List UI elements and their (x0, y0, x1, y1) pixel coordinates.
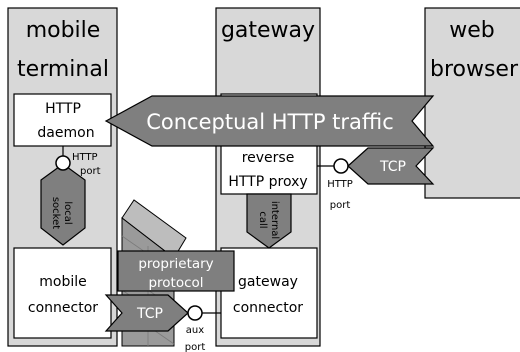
aux-port-circle (187, 305, 203, 321)
gateway-title: gateway (221, 18, 315, 43)
aux-port-line1: aux (186, 325, 204, 336)
internal-call-label-line1: internal (269, 201, 280, 239)
http-port-left-line2: port (80, 166, 101, 177)
proprietary-protocol-label-line1: proprietary (138, 256, 213, 272)
gateway-connector-label-line2: connector (233, 300, 303, 316)
conceptual-traffic-arrow (104, 95, 435, 147)
internal-call-label-line2: call (257, 211, 268, 228)
proprietary-protocol-bar (117, 250, 235, 292)
mobile-connector-label-line1: mobile (39, 274, 86, 290)
web-browser-title-line1: web (449, 18, 495, 43)
tcp-arrow-right (347, 147, 435, 185)
http-port-circle-left (55, 155, 71, 171)
reverse-proxy-label-line1: reverse (242, 150, 295, 166)
reverse-proxy-label-line2: HTTP proxy (228, 174, 307, 190)
local-socket-label-line2: socket (50, 197, 61, 229)
http-port-left-line1: HTTP (72, 152, 98, 163)
web-browser-title-line2: browser (430, 57, 519, 82)
internal-call-arrow (246, 193, 292, 249)
mobile-terminal-title-line1: mobile (26, 18, 101, 43)
tcp-label-left: TCP (136, 306, 163, 322)
mobile-connector-label-line2: connector (28, 300, 98, 316)
http-daemon-label-line2: daemon (37, 125, 94, 141)
http-port-right-line2: port (330, 200, 351, 211)
tcp-label-right: TCP (379, 159, 406, 175)
local-socket-label-line1: local (62, 201, 73, 224)
gateway-connector-label-line1: gateway (238, 274, 298, 290)
mobile-terminal-title-line2: terminal (17, 57, 109, 82)
http-daemon-box (13, 93, 112, 147)
gateway-connector-box (220, 247, 318, 339)
http-port-right-line1: HTTP (327, 179, 353, 190)
http-port-circle-right (333, 158, 349, 174)
mobile-connector-box (13, 247, 112, 339)
web-browser-column (424, 7, 520, 199)
http-daemon-label-line1: HTTP (45, 101, 81, 117)
conceptual-traffic-label: Conceptual HTTP traffic (146, 110, 394, 134)
aux-port-line2: port (185, 342, 206, 352)
proprietary-protocol-label-line2: protocol (148, 275, 203, 291)
tcp-arrow-left (104, 294, 189, 332)
